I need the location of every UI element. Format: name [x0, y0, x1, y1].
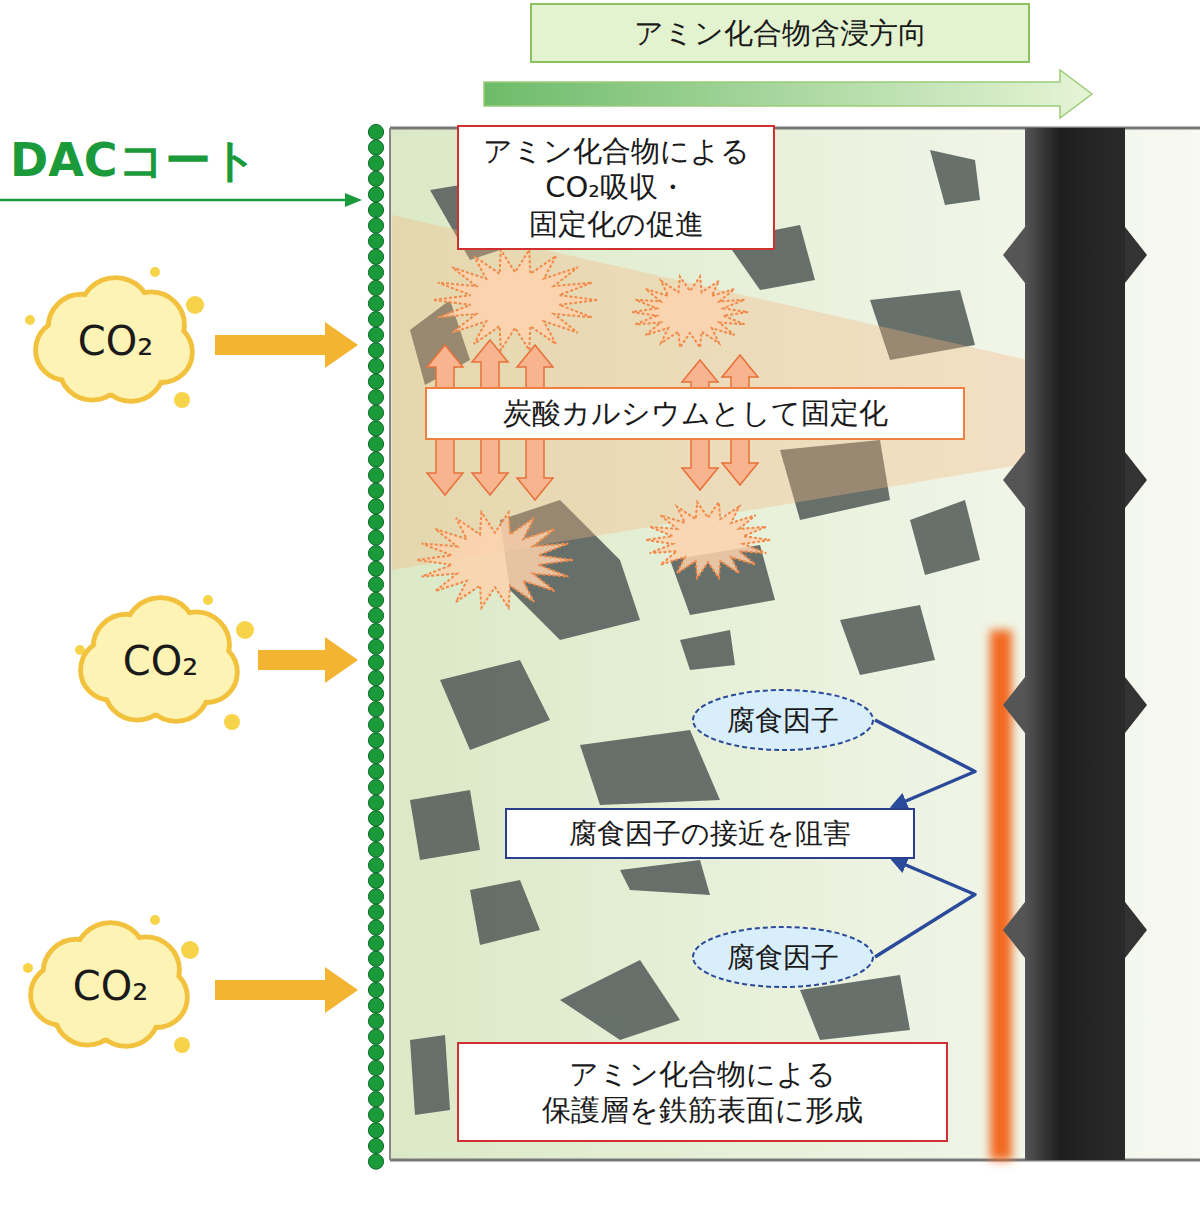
factor-ellipse: 腐食因子: [691, 925, 875, 989]
concrete-body: [390, 128, 1200, 1160]
aggregate: [410, 150, 980, 1115]
co2-cloud: CO₂: [33, 930, 188, 1042]
co2-cloud: CO₂: [83, 605, 238, 717]
node-text: 腐食因子の接近を阻害: [569, 816, 851, 851]
process-box: アミン化合物による CO₂吸収・固定化の促進: [457, 125, 775, 250]
coat-label: DACコート: [10, 130, 258, 192]
factor-ellipse: 腐食因子: [691, 688, 875, 752]
node-text: 腐食因子: [727, 940, 839, 975]
dac-coat: [368, 124, 383, 1169]
process-box: 腐食因子の接近を阻害: [505, 808, 915, 859]
cloud-dots: [23, 267, 254, 1053]
process-box: 炭酸カルシウムとして固定化: [425, 387, 965, 440]
node-text: CO₂: [78, 316, 153, 366]
concrete-edge: [389, 128, 391, 1160]
node-text: アミン化合物による 保護層を鉄筋表面に形成: [473, 1056, 932, 1129]
node-text: アミン化合物による CO₂吸収・固定化の促進: [473, 133, 759, 242]
direction-box: アミン化合物含浸方向: [530, 3, 1030, 63]
node-text: CO₂: [123, 636, 198, 686]
node-text: アミン化合物含浸方向: [634, 15, 927, 51]
node-text: 腐食因子: [727, 703, 839, 738]
node-text: 炭酸カルシウムとして固定化: [503, 395, 888, 431]
co2-cloud: CO₂: [38, 285, 193, 397]
connector-arrow: [875, 860, 975, 958]
impregnation-arrow: [484, 70, 1092, 118]
connector-arrow: [875, 720, 975, 807]
rebar: [1003, 128, 1147, 1160]
node-text: CO₂: [73, 961, 148, 1011]
process-box: アミン化合物による 保護層を鉄筋表面に形成: [457, 1042, 948, 1142]
dac-leader: [0, 199, 345, 202]
dac-arrowhead: [345, 193, 362, 207]
co2-fixation-fan: [392, 215, 1050, 570]
